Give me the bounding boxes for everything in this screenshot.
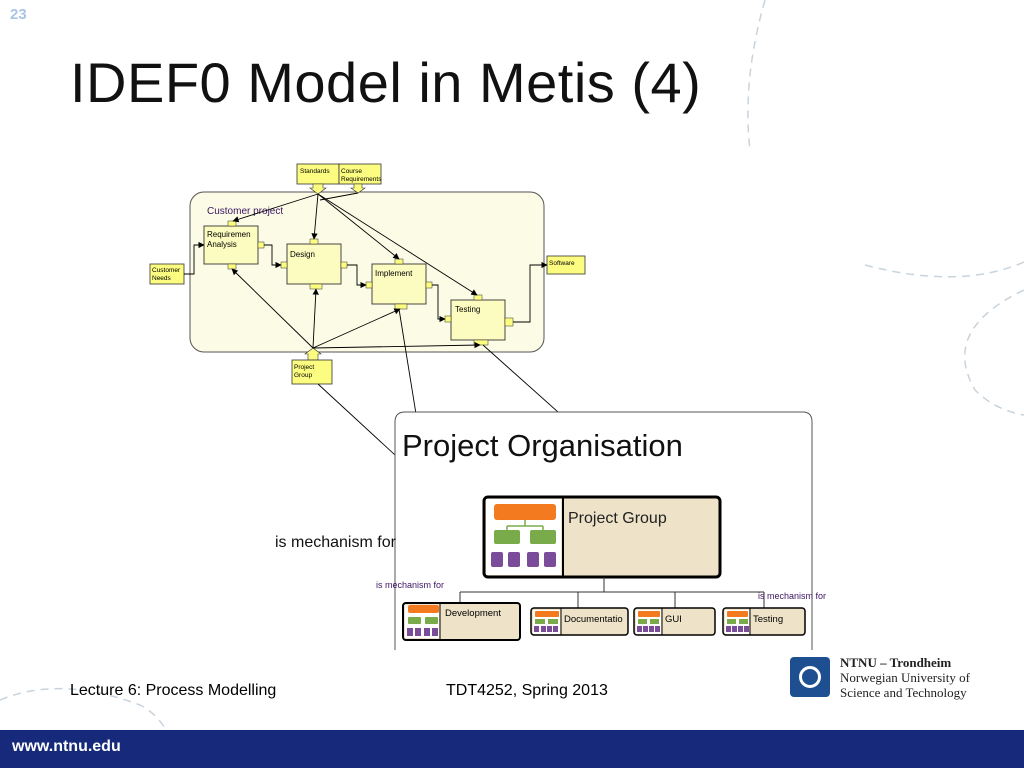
output-label: Software (549, 260, 575, 267)
flow-design-implement (347, 264, 367, 289)
relation-label-development: is mechanism for (376, 580, 444, 590)
ntnu-name-line3: Science and Technology (840, 685, 967, 700)
activity-design[interactable]: Design (280, 238, 348, 290)
org-icon-top-icon (494, 504, 556, 520)
org-child-testing[interactable]: Testing (722, 607, 806, 636)
course-join (319, 192, 359, 201)
ntnu-name: NTNU – Trondheim Norwegian University of… (840, 655, 970, 700)
svg-text:Standards: Standards (300, 168, 330, 175)
footer-url[interactable]: www.ntnu.edu (12, 738, 121, 755)
org-child-documentation-label: Documentatio (564, 614, 623, 625)
footer-lecture: Lecture 6: Process Modelling (70, 682, 277, 699)
flow-req-design (264, 244, 282, 269)
deco-arc-top (747, 0, 766, 151)
ntnu-name-line2: Norwegian University of (840, 670, 970, 685)
control-course-line1: Course (341, 168, 362, 175)
org-child-testing-label: Testing (753, 614, 783, 625)
activity-implement[interactable]: Implement (365, 258, 433, 310)
relation-label-testing: is mechanism for (758, 591, 826, 601)
org-chart-title: Project Organisation (402, 428, 683, 463)
mech-to-design (312, 288, 319, 349)
mechanism-line1: Project (294, 364, 314, 371)
control-to-testing (317, 193, 478, 296)
control-to-design (311, 193, 319, 240)
slide-title: IDEF0 Model in Metis (4) (70, 51, 702, 114)
mech-to-implement (312, 308, 401, 349)
mech-to-req (231, 268, 314, 349)
mechanism-line2: Group (294, 372, 312, 379)
flow-implement-testing (432, 284, 446, 323)
org-child-development[interactable]: Development (402, 602, 521, 641)
activity-testing-label: Testing (455, 305, 480, 314)
org-root-label: Project Group (568, 510, 667, 527)
org-child-documentation[interactable]: Documentatio (530, 607, 629, 636)
footer-course: TDT4252, Spring 2013 (446, 682, 608, 699)
container-label: Customer project (207, 206, 283, 217)
activity-implement-label: Implement (375, 269, 413, 278)
ntnu-name-line1: NTNU – Trondheim (840, 655, 952, 670)
control-course-line2: Requirements (341, 176, 382, 183)
input-flow (184, 241, 205, 275)
activity-req-line2: Analysis (207, 240, 237, 249)
control-standards[interactable]: Standards (296, 163, 340, 195)
activity-req-line1: Requiremen (207, 230, 251, 239)
flow-testing-output (513, 261, 548, 323)
activity-testing[interactable]: Testing (444, 294, 514, 346)
control-standards-arrow-icon (309, 183, 327, 195)
org-child-gui[interactable]: GUI (633, 607, 716, 636)
mech-to-testing (312, 341, 481, 349)
relation-label-big: is mechanism for (275, 534, 397, 551)
deco-arc-right-lower (963, 289, 1024, 416)
deco-arc-right (864, 261, 1024, 278)
org-root-project-group[interactable]: Project Group (482, 495, 722, 579)
input-line2: Needs (152, 275, 172, 282)
control-to-implement (317, 193, 400, 260)
org-child-gui-label: GUI (665, 614, 682, 625)
org-child-development-label: Development (445, 608, 501, 619)
ntnu-logo-icon (790, 657, 830, 697)
org-tree-connectors (459, 577, 765, 608)
input-line1: Customer (152, 267, 181, 274)
slide-number: 23 (10, 6, 27, 23)
control-standards-label: Standards (300, 168, 330, 175)
activity-design-label: Design (290, 250, 315, 259)
mechanism-arrow-icon (304, 347, 322, 361)
control-to-req (232, 193, 319, 223)
output-software[interactable]: Software (546, 255, 586, 275)
control-course-arrow-icon (350, 183, 366, 194)
footer-bar (0, 730, 1024, 768)
